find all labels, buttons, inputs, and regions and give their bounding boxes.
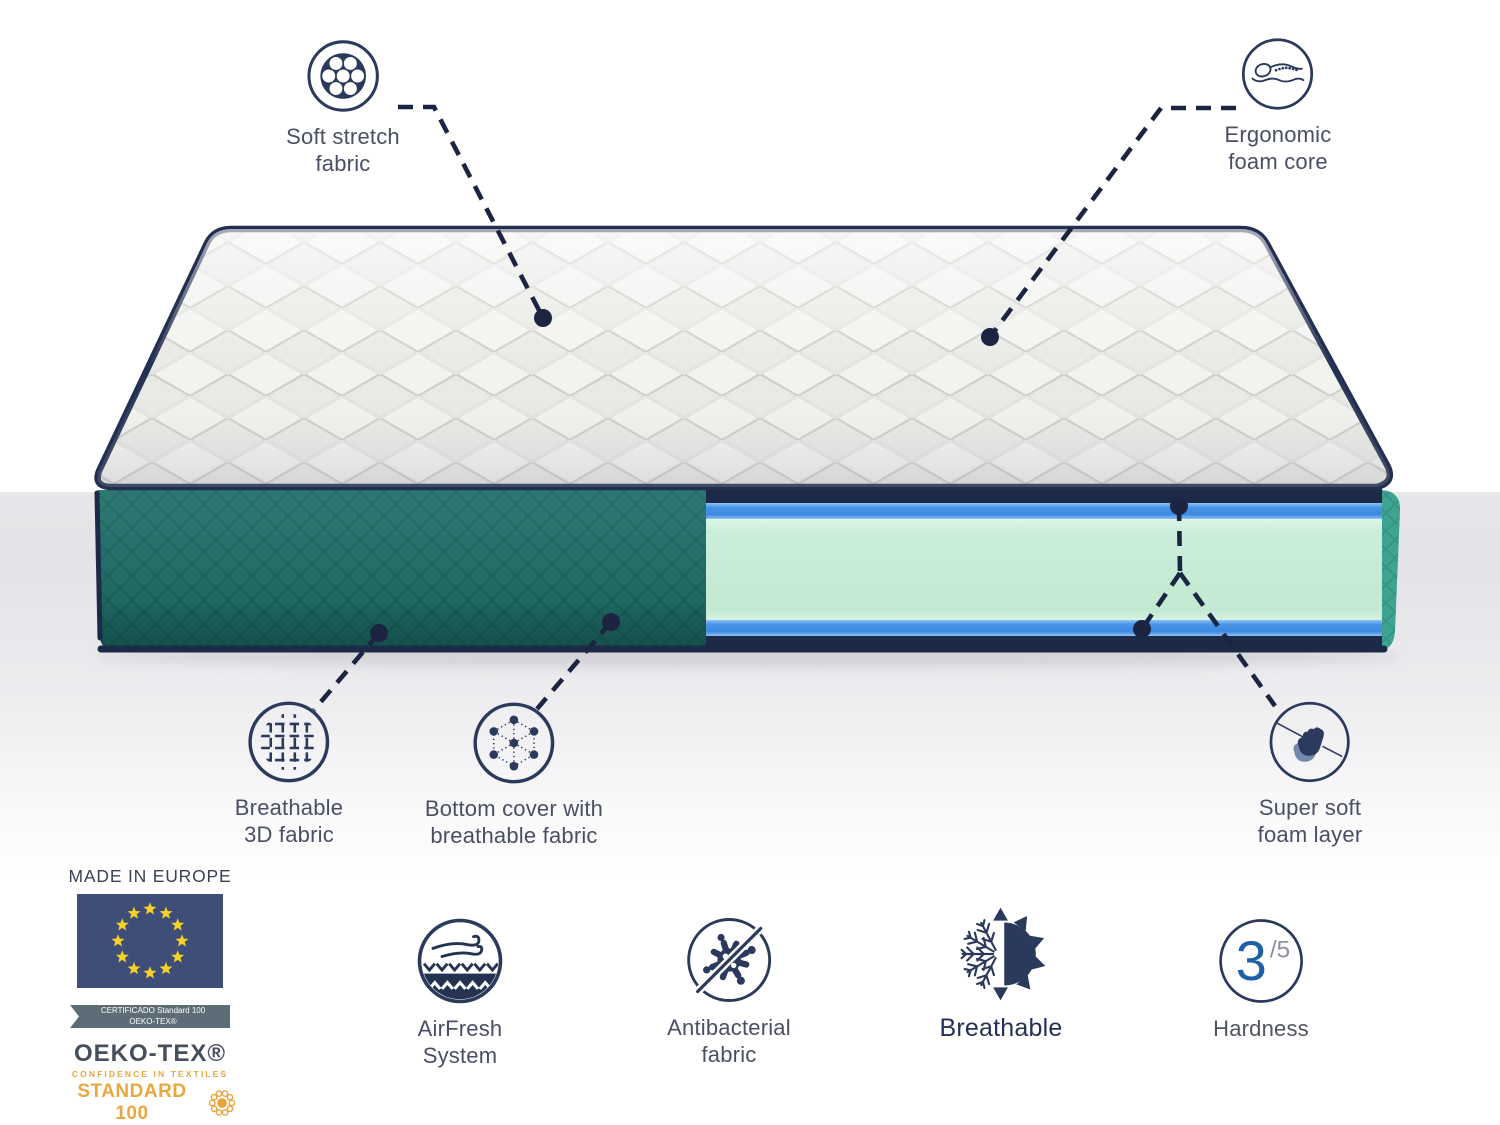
feature-label: AirFresh System	[417, 1016, 503, 1068]
callout-soft-stretch: Soft stretch fabric	[286, 38, 400, 177]
mattress-top-quilted	[94, 225, 1394, 491]
foam-layer-blue-top	[706, 503, 1382, 519]
breathable-3d-fabric-icon	[248, 701, 330, 783]
callout-label: Breathable 3D fabric	[234, 795, 344, 847]
line-super-soft	[1140, 505, 1277, 708]
feature-label: Hardness	[1213, 1016, 1309, 1041]
breathable-mesh-icon	[473, 702, 555, 784]
foam-layer-blue-bottom	[706, 620, 1382, 636]
cutaway-top-piping	[706, 489, 1382, 503]
snowflake-sun-icon	[960, 907, 1046, 1001]
hardness-badge: 3 /5	[1219, 919, 1303, 1003]
mattress-left-piping	[94, 490, 103, 641]
ribbon-line1: CERTIFICADO Standard 100	[100, 1006, 206, 1015]
feature-label: Antibacterial fabric	[667, 1015, 791, 1067]
callout-lines	[312, 104, 1277, 712]
callout-label: Soft stretch fabric	[286, 124, 400, 176]
airfresh-system-icon	[417, 918, 503, 1004]
callout-label: Super soft foam layer	[1257, 795, 1363, 847]
oeko-standard-100: STANDARD 100	[77, 1081, 187, 1124]
hardness-scale: /5	[1270, 936, 1290, 963]
oeko-tex-ribbon: CERTIFICADO Standard 100 OEKO-TEX®	[70, 1005, 230, 1028]
soft-touch-hand-icon	[1269, 701, 1351, 783]
callout-dots	[370, 309, 1188, 642]
callout-bottom-cover: Bottom cover with breathable fabric	[425, 700, 603, 849]
feature-antibacterial: Antibacterial fabric	[667, 915, 791, 1068]
callout-ergonomic: Ergonomic foam core	[1225, 36, 1332, 175]
oeko-tex-flower-icon	[208, 1090, 236, 1116]
callout-label: Bottom cover with breathable fabric	[424, 796, 604, 848]
callout-label: Ergonomic foam core	[1224, 122, 1332, 174]
soft-stretch-fabric-icon	[307, 40, 379, 112]
line-breathable-3d	[312, 631, 381, 712]
made-in-europe-label: MADE IN EUROPE	[68, 866, 232, 886]
feature-label: Breathable	[939, 1014, 1063, 1042]
line-bottom-cover	[535, 620, 613, 711]
line-ergonomic	[988, 105, 1236, 339]
oeko-tex-brand: OEKO-TEX®	[73, 1040, 227, 1067]
hardness-value: 3	[1236, 929, 1267, 992]
ergonomic-foam-core-icon	[1242, 38, 1314, 110]
eu-flag	[77, 894, 223, 988]
foam-core-mint	[706, 519, 1382, 620]
made-in-europe-block: MADE IN EUROPE CERTIFICADO Standard 100 …	[62, 866, 238, 1125]
mattress-end-cap	[1379, 490, 1401, 650]
ribbon-line2: OEKO-TEX®	[129, 1016, 177, 1026]
feature-hardness: 3 /5 Hardness	[1213, 916, 1309, 1042]
callout-breathable-3d: Breathable 3D fabric	[235, 699, 343, 848]
feature-airfresh: AirFresh System	[415, 916, 505, 1069]
antibacterial-icon	[687, 918, 771, 1002]
feature-breathable: Breathable	[940, 903, 1063, 1042]
oeko-tex-subtitle: CONFIDENCE IN TEXTILES	[71, 1069, 229, 1079]
mattress-cutaway-layers	[706, 489, 1382, 650]
mattress-side-teal-fabric	[96, 490, 706, 650]
line-soft-stretch	[398, 104, 546, 320]
callout-super-soft: Super soft foam layer	[1258, 699, 1363, 848]
